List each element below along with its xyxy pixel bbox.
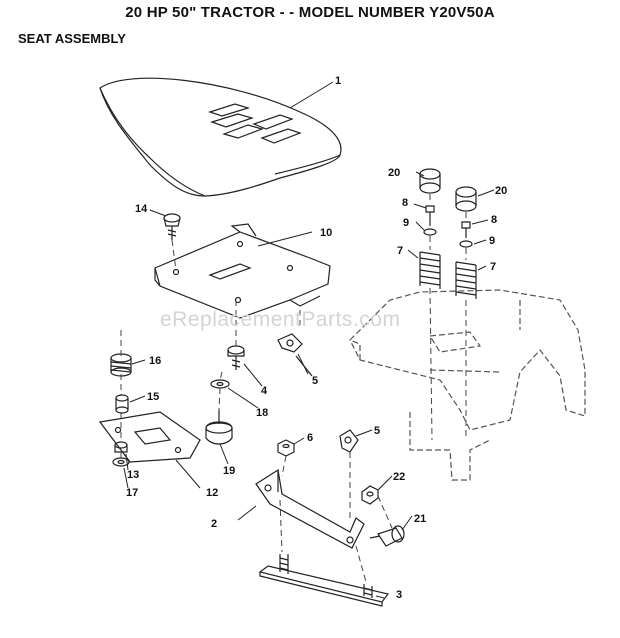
hex-nut-part[interactable]: [277, 439, 295, 457]
center-lines: [120, 194, 467, 583]
callout-15: 15: [147, 391, 159, 403]
clip-lower-part[interactable]: [339, 429, 359, 453]
callout-5-lower: 5: [374, 425, 380, 437]
callout-9-right: 9: [489, 235, 495, 247]
bumper-part[interactable]: [455, 186, 477, 212]
callout-22: 22: [393, 471, 405, 483]
callout-17: 17: [126, 487, 138, 499]
clip-part[interactable]: [277, 333, 313, 377]
section-title: SEAT ASSEMBLY: [18, 31, 126, 46]
callout-1: 1: [335, 75, 341, 87]
callout-21: 21: [414, 513, 426, 525]
callout-5: 5: [312, 375, 318, 387]
seat-part[interactable]: [99, 77, 342, 197]
shoulder-bolt-part[interactable]: [227, 345, 245, 370]
callout-8-right: 8: [491, 214, 497, 226]
washer-part[interactable]: [459, 240, 473, 248]
seat-plate-part[interactable]: [154, 223, 331, 319]
diagram-title: 20 HP 50" TRACTOR - - MODEL NUMBER Y20V5…: [125, 4, 495, 21]
callout-13: 13: [127, 469, 139, 481]
callout-6: 6: [307, 432, 313, 444]
callout-18: 18: [256, 407, 268, 419]
callout-7-left: 7: [397, 245, 403, 257]
callout-2: 2: [211, 518, 217, 530]
leader-lines: [123, 81, 495, 599]
bolt-part[interactable]: [425, 205, 435, 226]
callout-7-right: 7: [490, 261, 496, 273]
hinge-bracket-part[interactable]: [98, 411, 201, 463]
coil-spring-part[interactable]: [419, 251, 441, 289]
lock-nut-part[interactable]: [361, 485, 379, 505]
callout-19: 19: [223, 465, 235, 477]
flat-washer-part[interactable]: [210, 379, 230, 389]
callout-labels: 1 2 3 4 5 5 6 7 7 8 8 9 9 10 12 13 14 15…: [126, 75, 507, 601]
bolt-part[interactable]: [461, 221, 471, 238]
callout-14: 14: [135, 203, 148, 215]
seat-bracket-part[interactable]: [255, 469, 365, 549]
base-plate-part[interactable]: [258, 554, 390, 607]
knob-bolt-part[interactable]: [163, 213, 181, 240]
bushing-part[interactable]: [115, 394, 129, 414]
callout-9-left: 9: [403, 217, 409, 229]
bumper-part[interactable]: [419, 168, 441, 194]
callout-12: 12: [206, 487, 218, 499]
callout-4: 4: [261, 385, 268, 397]
watermark-text: eReplacementParts.com: [160, 308, 401, 331]
spring-part[interactable]: [110, 353, 132, 377]
callout-16: 16: [149, 355, 161, 367]
tractor-fender-outline: [349, 289, 586, 481]
callout-8-left: 8: [402, 197, 408, 209]
cup-bushing-part[interactable]: [205, 410, 233, 445]
washer-part[interactable]: [423, 228, 437, 236]
carriage-bolt-part[interactable]: [369, 525, 405, 547]
callout-10: 10: [320, 227, 332, 239]
coil-spring-part[interactable]: [455, 261, 477, 299]
callout-3: 3: [396, 589, 402, 601]
callout-20-right: 20: [495, 185, 507, 197]
callout-20-left: 20: [388, 167, 400, 179]
